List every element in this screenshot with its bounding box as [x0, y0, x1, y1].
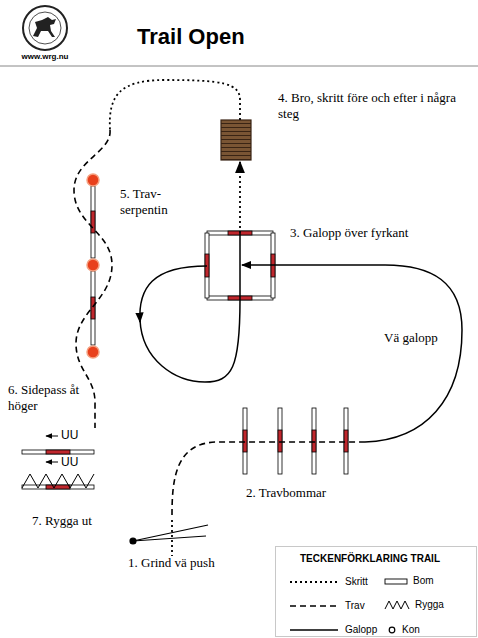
- station-label: UU: [61, 428, 78, 442]
- trot-poles: [243, 408, 348, 474]
- station-label: Vä galopp: [384, 330, 438, 346]
- station-label: 2. Travbommar: [246, 485, 326, 501]
- club-logo: [23, 6, 67, 50]
- station-label: 4. Bro, skritt före och efter i några st…: [278, 90, 474, 121]
- station-label: 6. Sidepass åt höger: [8, 382, 90, 413]
- station-label: 5. Trav- serpentin: [120, 186, 184, 217]
- sidepass-poles: [22, 450, 94, 489]
- station-label: UU: [61, 455, 78, 469]
- sidepass-arrow: [46, 436, 58, 437]
- legend-entry: Skritt: [345, 576, 368, 588]
- sidepass-arrow: [46, 462, 58, 463]
- legend-entry: Rygga: [415, 599, 444, 611]
- legend-heading: TECKENFÖRKLARING TRAIL: [300, 553, 440, 565]
- station-label: 3. Galopp över fyrkant: [290, 225, 408, 241]
- website-label: www.wrg.nu: [15, 52, 75, 62]
- legend-panel: [276, 547, 477, 637]
- station-label: 1. Grind vä push: [128, 555, 215, 571]
- route: [74, 80, 462, 556]
- gate: [130, 525, 208, 544]
- cones: [87, 174, 99, 358]
- legend-entry: Trav: [345, 600, 365, 612]
- page-title: Trail Open: [137, 24, 245, 50]
- legend-entry: Bom: [413, 575, 434, 587]
- header-rule: [0, 66, 478, 67]
- station-label: 7. Rygga ut: [32, 513, 92, 529]
- back-up-zigzag: [22, 474, 94, 488]
- bridge: [221, 120, 251, 160]
- legend-entry: Galopp: [345, 624, 377, 636]
- legend-entry: Kon: [402, 624, 420, 636]
